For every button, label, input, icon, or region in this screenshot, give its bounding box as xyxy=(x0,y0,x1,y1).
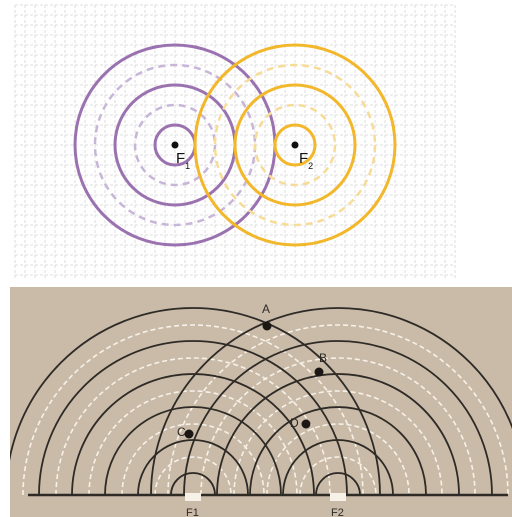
source-1-letter: F xyxy=(176,150,185,167)
point-c-label: C xyxy=(177,425,186,439)
source-2-dot xyxy=(292,142,299,149)
point-a-dot xyxy=(263,322,272,331)
point-b-dot xyxy=(315,368,324,377)
point-d-dot xyxy=(302,420,311,429)
source-1-dot xyxy=(172,142,179,149)
point-c-dot xyxy=(185,430,194,439)
source-2-subscript: 2 xyxy=(308,161,313,171)
focus-2-label: F2 xyxy=(331,507,344,517)
focus-1-label: F1 xyxy=(186,507,199,517)
source-1-label: F1 xyxy=(176,150,190,171)
source-1-subscript: 1 xyxy=(185,161,190,171)
focus-2-tick xyxy=(330,493,346,501)
point-a-label: A xyxy=(262,302,270,316)
top-diagram: F1 F2 xyxy=(15,5,455,280)
source-2-label: F2 xyxy=(299,150,313,171)
point-d-label: D xyxy=(290,416,299,430)
source-2-letter: F xyxy=(299,150,308,167)
bottom-diagram: A B C D F1 F2 xyxy=(6,287,512,517)
point-b-label: B xyxy=(319,351,327,365)
focus-1-tick xyxy=(185,493,201,501)
